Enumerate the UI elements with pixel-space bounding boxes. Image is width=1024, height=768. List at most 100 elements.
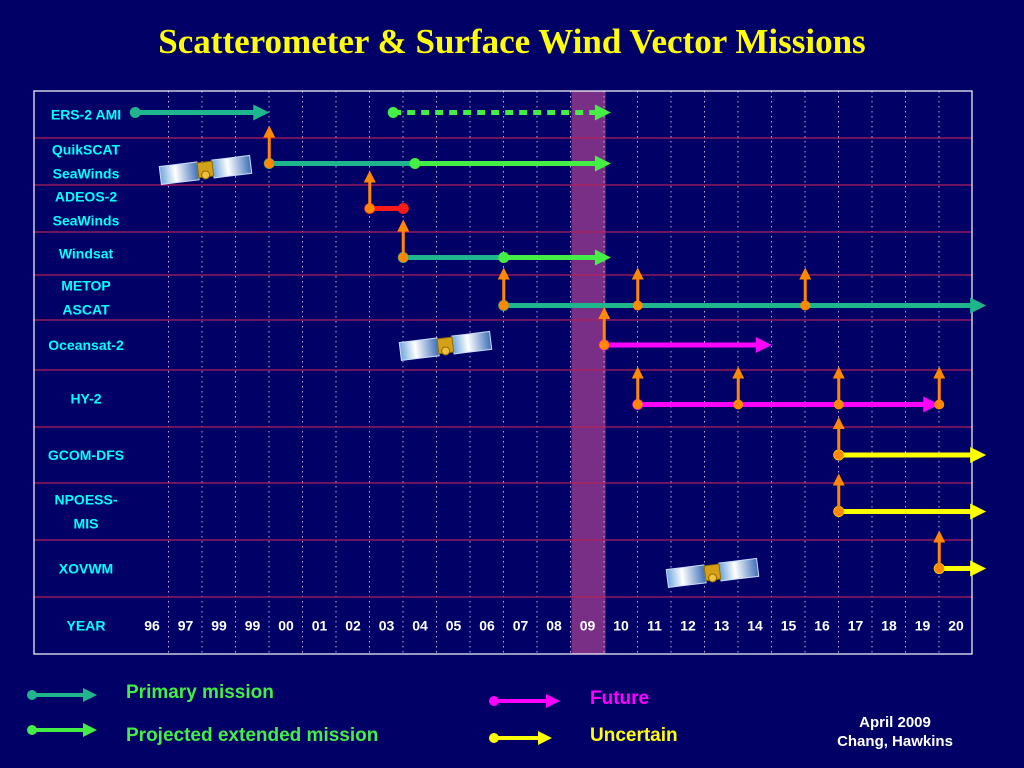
legend-future-label: Future	[590, 688, 650, 709]
year-tick-label: 18	[881, 618, 897, 634]
legend-primary-label: Primary mission	[126, 682, 274, 703]
year-tick-label: 19	[915, 618, 931, 634]
year-tick-label: 13	[714, 618, 730, 634]
mission-label: ASCAT	[62, 302, 110, 318]
launch-arrowhead	[263, 125, 276, 138]
mission-start-dot	[387, 107, 399, 118]
legend-primary-arrow-dot	[27, 690, 37, 700]
mission-label: METOP	[61, 278, 111, 294]
launch-dot	[800, 300, 811, 311]
credit-block: April 2009 Chang, Hawkins	[810, 713, 980, 751]
launch-arrowhead	[832, 473, 845, 486]
year-tick-label: 14	[747, 618, 763, 634]
year-tick-label: 11	[647, 618, 662, 634]
year-tick-label: 15	[781, 618, 797, 634]
launch-dot	[934, 563, 945, 574]
mission-bar-arrowhead	[970, 447, 987, 463]
mission-label: Windsat	[59, 246, 114, 262]
satellite-panel	[665, 564, 707, 588]
launch-dot	[632, 300, 643, 311]
satellite-panel	[451, 330, 493, 355]
mission-start-dot	[129, 107, 141, 118]
legend-extended-arrow-dot	[27, 725, 37, 735]
launch-arrowhead	[598, 307, 611, 319]
year-tick-label: 96	[144, 618, 160, 634]
legend-future-arrow-dot	[489, 696, 499, 706]
year-tick-label: 05	[446, 618, 462, 634]
mission-label: SeaWinds	[53, 166, 120, 182]
mission-bar-arrowhead	[594, 155, 611, 172]
year-axis-label: YEAR	[67, 618, 106, 634]
page-title: Scatterometer & Surface Wind Vector Miss…	[158, 22, 866, 61]
satellite-panel	[158, 161, 200, 185]
legend-uncertain-arrow-head	[538, 731, 552, 745]
legend-primary-arrow-head	[83, 688, 97, 702]
launch-arrowhead	[933, 530, 946, 543]
launch-dot	[364, 203, 375, 214]
year-tick-label: 04	[412, 618, 428, 634]
mission-bar-arrowhead	[923, 396, 940, 413]
mission-bar-arrowhead	[253, 104, 270, 121]
launch-dot	[599, 340, 610, 350]
launch-arrowhead	[631, 267, 644, 280]
legend-uncertain-label: Uncertain	[590, 725, 678, 746]
mission-label: NPOESS-	[54, 492, 117, 508]
mission-bar-arrowhead	[755, 337, 772, 353]
year-tick-label: 07	[513, 618, 529, 634]
year-tick-label: 00	[278, 618, 294, 634]
year-tick-label: 16	[814, 618, 830, 634]
mission-label: QuikSCAT	[52, 142, 121, 158]
launch-arrowhead	[363, 170, 376, 183]
launch-dot	[833, 450, 844, 460]
legend-future-arrow-head	[546, 694, 560, 708]
legend-extended-label: Projected extended mission	[126, 725, 379, 746]
satellite-image	[665, 557, 760, 588]
legend-extended-arrow-head	[83, 723, 97, 737]
year-tick-label: 99	[211, 618, 227, 634]
mission-label: HY-2	[70, 391, 101, 407]
satellite-panel	[718, 557, 760, 582]
satellite-panel	[398, 337, 440, 361]
mission-bar-arrowhead	[970, 503, 987, 520]
launch-arrowhead	[933, 366, 946, 379]
satellite-panel	[211, 154, 253, 179]
year-tick-label: 17	[848, 618, 864, 634]
year-tick-label: 01	[312, 618, 328, 634]
launch-arrowhead	[832, 417, 845, 429]
launch-dot	[733, 399, 744, 410]
mission-label: XOVWM	[59, 561, 113, 577]
mission-bar-arrowhead	[594, 104, 611, 121]
year-tick-label: 10	[613, 618, 629, 634]
mission-bar-arrowhead	[594, 249, 611, 266]
satellite-antenna	[201, 170, 211, 180]
launch-arrowhead	[732, 366, 745, 379]
launch-dot	[833, 399, 844, 410]
mission-label: Oceansat-2	[48, 337, 124, 353]
launch-arrowhead	[631, 366, 644, 379]
year-tick-label: 03	[379, 618, 395, 634]
launch-dot	[398, 252, 409, 263]
year-tick-label: 06	[479, 618, 495, 634]
chart-frame	[33, 90, 973, 655]
year-tick-label: 97	[178, 618, 194, 634]
mission-label: SeaWinds	[53, 213, 120, 229]
mission-label: ADEOS-2	[55, 189, 117, 205]
launch-arrowhead	[497, 267, 510, 280]
satellite-image	[158, 154, 253, 185]
year-tick-label: 99	[245, 618, 261, 634]
year-tick-label: 20	[948, 618, 964, 634]
mission-end-dot	[397, 203, 409, 214]
launch-dot	[934, 399, 945, 410]
launch-arrowhead	[799, 267, 812, 280]
launch-arrowhead	[397, 219, 410, 232]
launch-dot	[632, 399, 643, 410]
current-year-band	[571, 91, 606, 654]
satellite-antenna	[441, 346, 451, 356]
credit-authors: Chang, Hawkins	[837, 733, 953, 750]
credit-date: April 2009	[859, 714, 931, 731]
launch-dot	[498, 300, 509, 311]
launch-dot	[833, 506, 844, 517]
year-tick-label: 02	[345, 618, 361, 634]
legend-uncertain-arrow-dot	[489, 733, 499, 743]
